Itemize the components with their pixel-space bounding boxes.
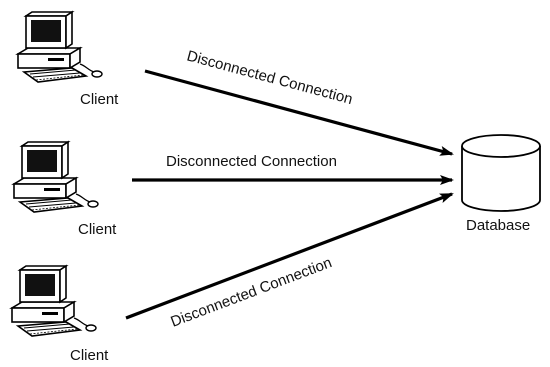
connection-label-1: Disconnected Connection (185, 47, 355, 108)
computer-icon (11, 265, 97, 337)
client-label: Client (78, 221, 117, 238)
computer-icon (17, 11, 103, 83)
database-cylinder-icon (461, 134, 541, 212)
client-label: Client (70, 347, 109, 364)
client-3: Client (11, 265, 109, 364)
connection-arrow-3 (125, 192, 454, 320)
connection-label-2: Disconnected Connection (166, 153, 337, 170)
database: Database (461, 134, 541, 234)
client-2: Client (13, 141, 117, 238)
client-1: Client (17, 11, 119, 108)
database-label: Database (466, 217, 530, 234)
computer-icon (13, 141, 99, 213)
client-label: Client (80, 91, 119, 108)
connection-arrow-1 (144, 69, 454, 156)
